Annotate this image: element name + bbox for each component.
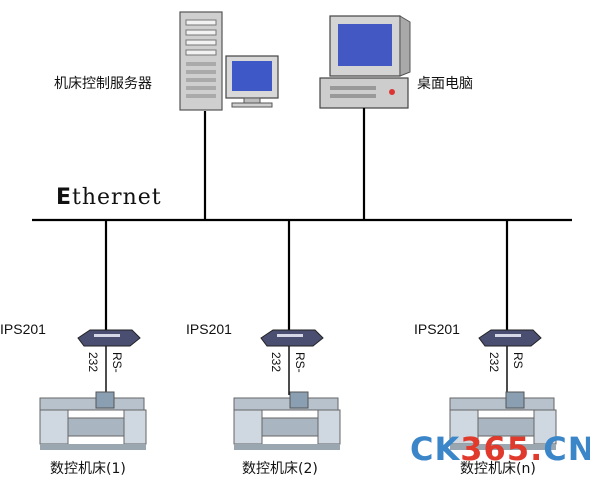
desktop-label: 桌面电脑 — [417, 76, 473, 92]
port-label-top-3: RS — [511, 352, 525, 369]
watermark-left: CK — [410, 430, 461, 468]
machine-label-1: 数控机床(1) — [50, 461, 126, 477]
port-label-bottom-3: 232 — [487, 352, 501, 373]
server-tower-icon — [179, 11, 223, 111]
ethernet-label-rest: thernet — [72, 185, 162, 210]
watermark: CK365.CN — [410, 430, 590, 468]
machine-label-2: 数控机床(2) — [242, 461, 318, 477]
ips201-device-icon — [478, 329, 542, 347]
cnc-lathe-icon — [39, 391, 147, 450]
ethernet-label: Ethernet — [56, 185, 162, 210]
port-label-top-1: RS- — [110, 352, 124, 373]
server-label: 机床控制服务器 — [54, 76, 152, 92]
ips201-device-icon — [260, 329, 324, 347]
ethernet-label-initial: E — [56, 185, 73, 210]
network-lines — [32, 108, 572, 395]
server-monitor-icon — [225, 55, 279, 108]
watermark-dot: . — [530, 430, 544, 468]
cnc-lathe-icon — [233, 391, 341, 450]
ips201-device-icon — [77, 329, 141, 347]
watermark-right: CN — [543, 430, 590, 468]
device-label-3: IPS201 — [414, 321, 460, 337]
desktop-computer-icon — [319, 15, 411, 109]
cnc-lathe-icon — [449, 391, 557, 450]
port-label-top-2: RS- — [293, 352, 307, 373]
machine-label-3: 数控机床(n) — [460, 461, 536, 477]
port-label-bottom-2: 232 — [269, 352, 283, 373]
device-label-1: IPS201 — [0, 321, 46, 337]
port-label-bottom-1: 232 — [86, 352, 100, 373]
device-label-2: IPS201 — [186, 321, 232, 337]
watermark-mid: 365 — [460, 430, 531, 468]
